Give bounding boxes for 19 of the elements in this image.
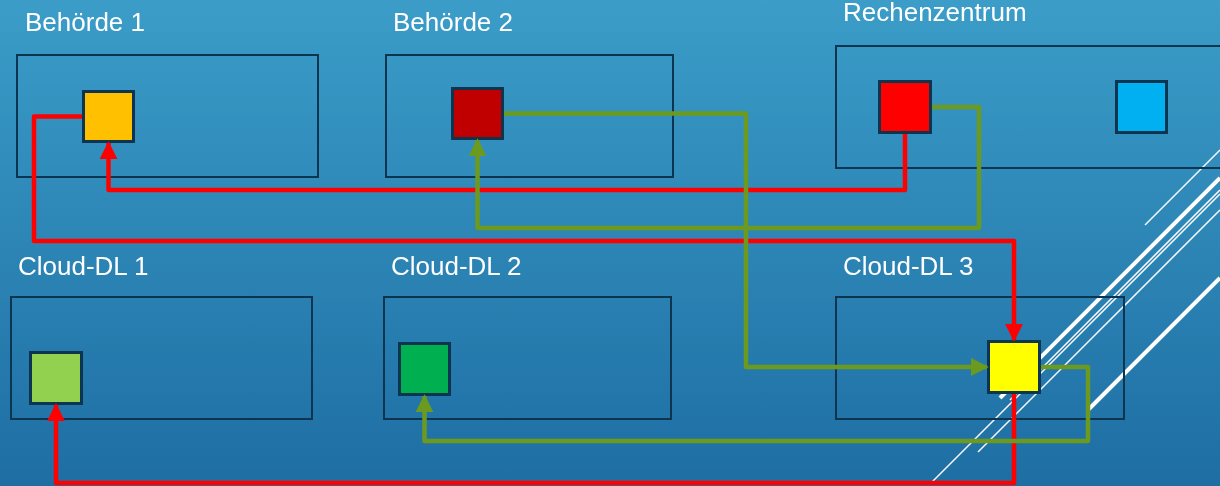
arrow xyxy=(468,104,982,231)
panel-heading: Cloud-DL 3 xyxy=(843,250,974,282)
arrow xyxy=(504,111,989,376)
arrow xyxy=(47,394,1017,486)
square-marker xyxy=(1115,80,1168,134)
square-marker xyxy=(82,90,135,143)
arrow xyxy=(415,364,1091,444)
panel-heading: Cloud-DL 2 xyxy=(391,250,522,282)
arrow xyxy=(31,114,1023,342)
arrow xyxy=(99,134,908,193)
panel-heading: Rechenzentrum xyxy=(843,0,1027,28)
square-marker xyxy=(878,80,932,134)
square-marker xyxy=(398,342,451,396)
square-marker xyxy=(29,351,83,405)
square-marker xyxy=(451,87,504,140)
panel-heading: Cloud-DL 1 xyxy=(18,250,149,282)
square-marker xyxy=(987,340,1041,394)
panel-heading: Behörde 1 xyxy=(25,6,145,38)
panel-heading: Behörde 2 xyxy=(393,6,513,38)
